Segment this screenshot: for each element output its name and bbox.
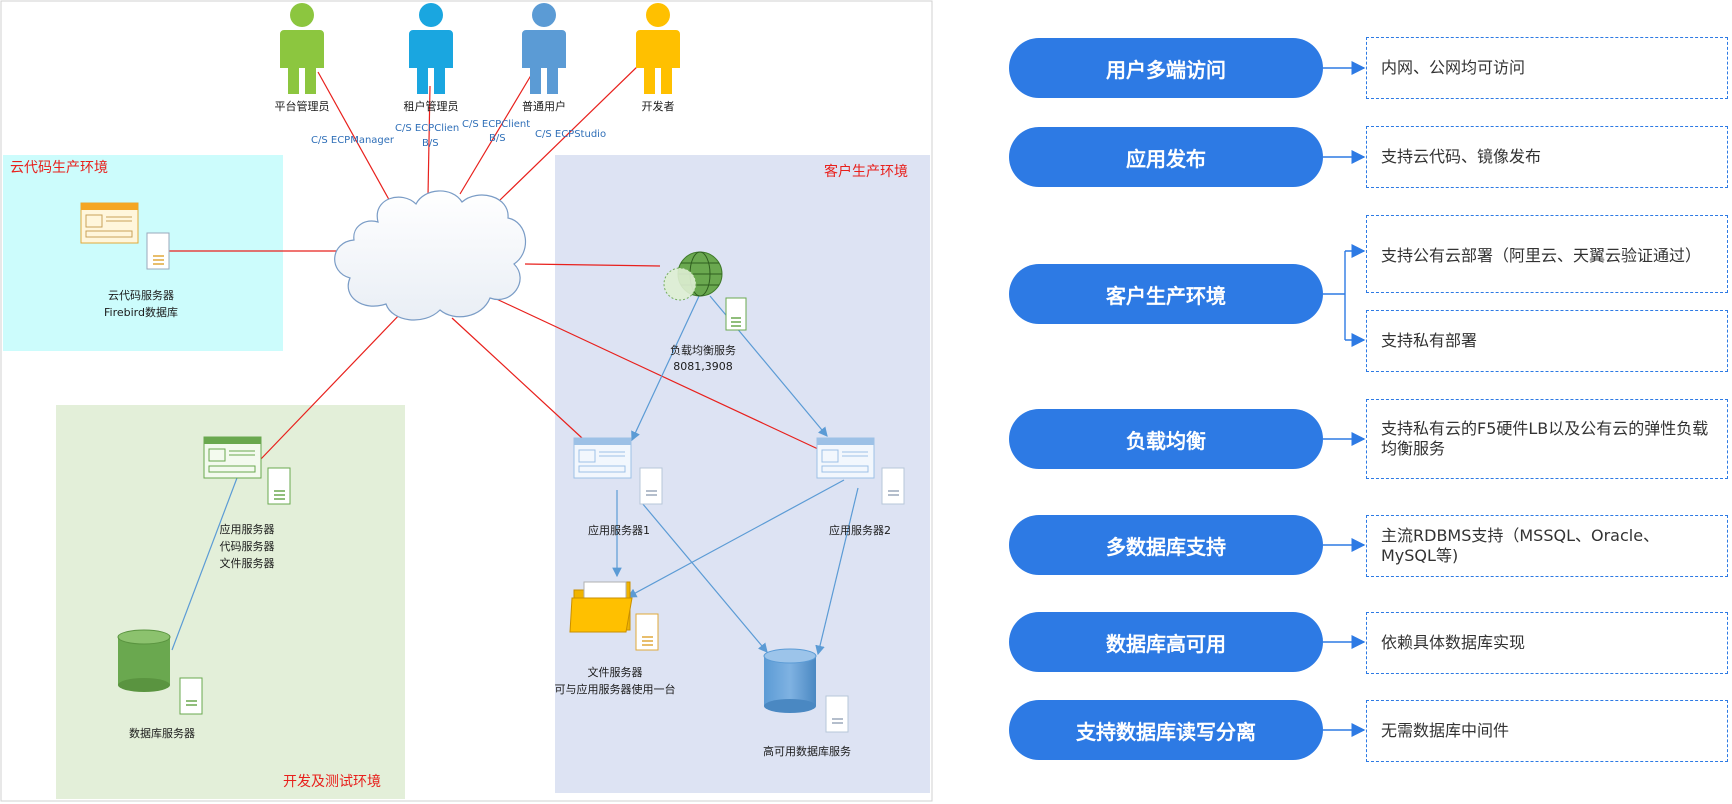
person-icon (636, 3, 680, 94)
node-label: 高可用数据库服务 (763, 744, 851, 758)
user-developer: 开发者 (636, 3, 680, 113)
server-tower-icon (179, 677, 203, 715)
database-cylinder-icon (763, 648, 817, 713)
feature-title-customer-env: 客户生产环境 (1009, 264, 1323, 324)
feature-desc: 依赖具体数据库实现 (1366, 612, 1728, 674)
node-label: 应用服务器 (220, 522, 275, 536)
feature-desc: 内网、公网均可访问 (1366, 37, 1728, 99)
feature-desc: 无需数据库中间件 (1366, 700, 1728, 762)
globe-icon (663, 251, 723, 301)
ha-database: 高可用数据库服务 (763, 648, 851, 758)
node-label: 云代码服务器 (108, 289, 174, 302)
client-label-dev: C/S ECPStudio (535, 129, 606, 140)
network-links (160, 63, 819, 461)
feature-title-db-ha: 数据库高可用 (1009, 612, 1323, 672)
dev-database-server: 数据库服务器 (117, 629, 203, 740)
feature-desc: 支持云代码、镜像发布 (1366, 126, 1728, 188)
client-label-platform: C/S ECPManager (311, 135, 395, 146)
user-label: 平台管理员 (275, 99, 330, 113)
feature-title-app-publish: 应用发布 (1009, 127, 1323, 187)
node-label: Firebird数据库 (104, 305, 178, 319)
internet-cloud-icon (334, 190, 527, 321)
feature-title-load-balance: 负载均衡 (1009, 409, 1323, 469)
app-window-icon (573, 437, 632, 479)
person-icon (280, 3, 324, 94)
node-label: 文件服务器 (220, 556, 275, 570)
feature-desc: 支持私有部署 (1366, 310, 1728, 372)
person-icon (522, 3, 566, 94)
database-cylinder-icon (117, 629, 171, 692)
user-platform-admin: 平台管理员 (275, 3, 330, 113)
node-label: 数据库服务器 (129, 726, 195, 740)
cloud-code-server: 云代码服务器 Firebird数据库 (80, 202, 178, 319)
app-window-icon (816, 437, 875, 479)
node-label: 文件服务器 (588, 665, 643, 679)
server-tower-icon (639, 467, 663, 505)
server-tower-icon (825, 695, 849, 733)
node-label: 负载均衡服务 (670, 343, 736, 357)
dev-test-servers: 应用服务器 代码服务器 文件服务器 (203, 436, 291, 570)
server-tower-icon (725, 297, 747, 331)
app-window-icon (203, 436, 262, 479)
zone-cloud-code (3, 155, 283, 351)
node-label: 应用服务器2 (829, 523, 891, 537)
feature-desc: 支持私有云的F5硬件LB以及公有云的弹性负载均衡服务 (1366, 399, 1728, 479)
node-label: 代码服务器 (220, 540, 275, 553)
load-balancer-node: 负载均衡服务 8081,3908 (663, 251, 747, 373)
server-tower-icon (267, 467, 291, 505)
user-regular: 普通用户 (522, 3, 566, 113)
folder-icon (569, 581, 633, 633)
app-window-icon (80, 202, 139, 244)
user-label: 租户管理员 (404, 99, 459, 113)
user-label: 开发者 (642, 99, 675, 113)
client-label-tenant-bs: B/S (422, 138, 439, 149)
node-label: 可与应用服务器使用一台 (555, 682, 676, 696)
file-server: 文件服务器 可与应用服务器使用一台 (555, 581, 676, 696)
server-tower-icon (146, 232, 170, 270)
feature-connectors (1323, 61, 1366, 737)
node-label: 应用服务器1 (588, 523, 650, 537)
zone-devtest-title: 开发及测试环境 (283, 774, 381, 790)
server-tower-icon (881, 467, 905, 505)
feature-desc: 主流RDBMS支持（MSSQL、Oracle、MySQL等) (1366, 515, 1728, 577)
zone-customer-title: 客户生产环境 (824, 163, 908, 180)
node-label: 8081,3908 (673, 360, 733, 373)
feature-title-rw-split: 支持数据库读写分离 (1009, 700, 1323, 760)
app-server-1: 应用服务器1 (573, 437, 663, 537)
feature-desc: 支持公有云部署（阿里云、天翼云验证通过） (1366, 215, 1728, 293)
client-label-user-bs: B/S (489, 133, 506, 144)
zone-cloud-code-title: 云代码生产环境 (10, 160, 108, 176)
client-label-tenant-cs: C/S ECPClien (395, 123, 459, 134)
feature-title-multi-db: 多数据库支持 (1009, 515, 1323, 575)
client-label-user-cs: C/S ECPClient (462, 119, 530, 130)
user-tenant-admin: 租户管理员 (404, 3, 459, 113)
server-tower-icon (635, 613, 659, 651)
app-server-2: 应用服务器2 (816, 437, 905, 537)
user-label: 普通用户 (522, 99, 566, 113)
person-icon (409, 3, 453, 94)
feature-title-multi-access: 用户多端访问 (1009, 38, 1323, 98)
